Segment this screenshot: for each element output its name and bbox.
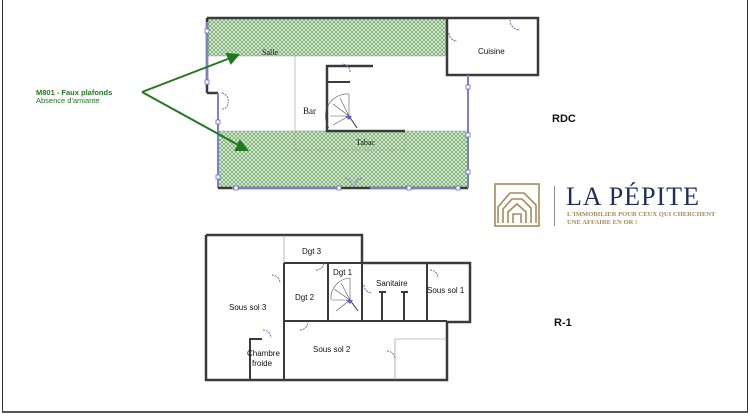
logo-mark-icon — [494, 183, 540, 227]
room-label-dgt3: Dgt 3 — [302, 247, 322, 256]
room-label-salle: Salle — [262, 48, 278, 57]
r1-plan — [204, 233, 472, 382]
page-frame — [2, 0, 748, 413]
room-label-dgt2: Dgt 2 — [295, 293, 315, 302]
room-label-sous-sol-1: Sous sol 1 — [427, 286, 465, 295]
salle-zone — [207, 18, 447, 56]
logo-brand-name: LA PÉPITE — [566, 182, 700, 211]
room-label-sous-sol-2: Sous sol 2 — [313, 345, 351, 354]
room-label-sanitaire: Sanitaire — [376, 279, 408, 288]
level-label-r1: R-1 — [554, 317, 572, 329]
room-label-dgt1: Dgt 1 — [333, 268, 353, 277]
logo-tagline: L'IMMOBILIER POUR CEUX QUI CHERCHENT UNE… — [567, 211, 715, 227]
logo-divider — [554, 186, 555, 226]
logo-tagline-line1: L'IMMOBILIER POUR CEUX QUI CHERCHENT — [567, 211, 716, 218]
level-label-rdc: RDC — [552, 113, 576, 125]
room-label-froide: froide — [252, 359, 273, 368]
room-label-chambre: Chambre — [247, 349, 280, 358]
room-label-bar: Bar — [303, 106, 316, 116]
tabac-zone — [218, 131, 468, 187]
room-label-sous-sol-3: Sous sol 3 — [229, 303, 267, 312]
brand-logo: LA PÉPITE L'IMMOBILIER POUR CEUX QUI CHE… — [494, 182, 739, 230]
rdc-plan — [204, 16, 540, 191]
annotation-title: M801 - Faux plafonds — [36, 88, 113, 97]
annotation-subtitle: Absence d'amiante — [36, 96, 100, 105]
annotation-label: M801 - Faux plafonds Absence d'amiante — [36, 89, 112, 105]
logo-tagline-line2: UNE AFFAIRE EN OR ! — [567, 219, 638, 226]
room-label-tabac: Tabac — [356, 138, 375, 147]
annotation-arrows — [141, 52, 250, 151]
room-label-cuisine: Cuisine — [478, 47, 505, 56]
